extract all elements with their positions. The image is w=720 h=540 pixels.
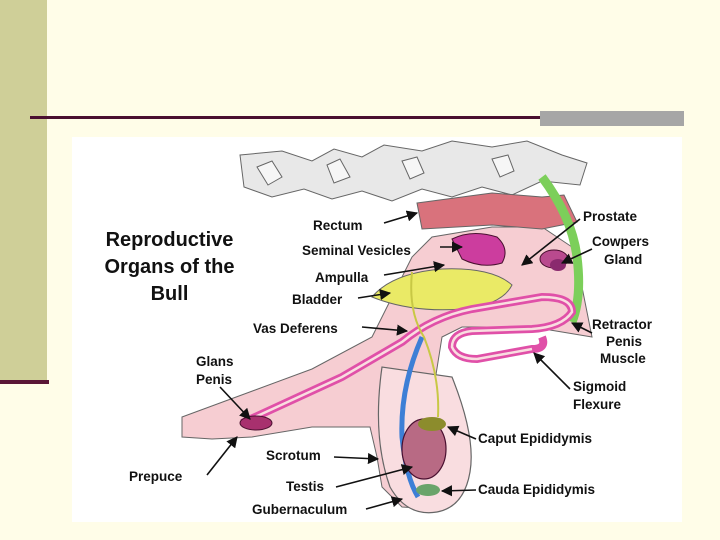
label-glans-line-1: Glans (196, 354, 234, 369)
bladder-shape (371, 268, 513, 311)
retractor-muscle-shape (538, 174, 584, 324)
side-bar-edge (0, 380, 49, 384)
label-testis: Testis (286, 479, 324, 494)
cauda-epididymis-shape (416, 484, 440, 496)
label-retractor-line-3: Muscle (600, 351, 646, 366)
title-line-1: Reproductive (105, 229, 234, 251)
label-cowpers-line-2: Gland (604, 252, 642, 267)
label-vas-deferens: Vas Deferens (253, 321, 338, 336)
caput-epididymis-shape (418, 417, 446, 431)
label-seminal-vesicles: Seminal Vesicles (302, 243, 411, 258)
accent-bar (540, 111, 684, 126)
title-rule (30, 116, 540, 119)
label-sigmoid-line-1: Sigmoid (573, 379, 626, 394)
label-prostate: Prostate (583, 209, 638, 224)
label-rectum: Rectum (313, 218, 363, 233)
spermatic-cord-line (410, 271, 440, 418)
label-bladder: Bladder (292, 292, 343, 307)
anatomy-diagram: Rectum Seminal Vesicles Ampulla Bladder … (129, 140, 653, 517)
seminal-vesicles-shape (451, 233, 506, 266)
label-prepuce: Prepuce (129, 469, 183, 484)
glans-shape (239, 415, 273, 431)
label-caput-epididymis: Caput Epididymis (478, 431, 592, 446)
anatomy-figure: Rectum Seminal Vesicles Ampulla Bladder … (72, 137, 682, 522)
label-cauda-epididymis: Cauda Epididymis (478, 482, 595, 497)
urethra-line (241, 295, 574, 425)
label-retractor-line-1: Retractor (592, 317, 653, 332)
diagram-title: Reproductive Organs of the Bull (72, 227, 267, 308)
label-ampulla: Ampulla (315, 270, 369, 285)
title-line-3: Bull (150, 283, 189, 305)
leader-arrows (206, 210, 593, 510)
side-bar (0, 0, 47, 383)
cowpers-gland-shape (550, 259, 566, 271)
vas-deferens-shape (399, 335, 425, 499)
vertebrae-shape (239, 140, 588, 202)
label-retractor-line-2: Penis (606, 334, 642, 349)
label-glans-line-2: Penis (196, 372, 232, 387)
title-line-2: Organs of the (104, 256, 235, 278)
label-scrotum: Scrotum (266, 448, 321, 463)
label-sigmoid-line-2: Flexure (573, 397, 622, 412)
label-cowpers-line-1: Cowpers (592, 234, 649, 249)
label-gubernaculum: Gubernaculum (252, 502, 347, 517)
